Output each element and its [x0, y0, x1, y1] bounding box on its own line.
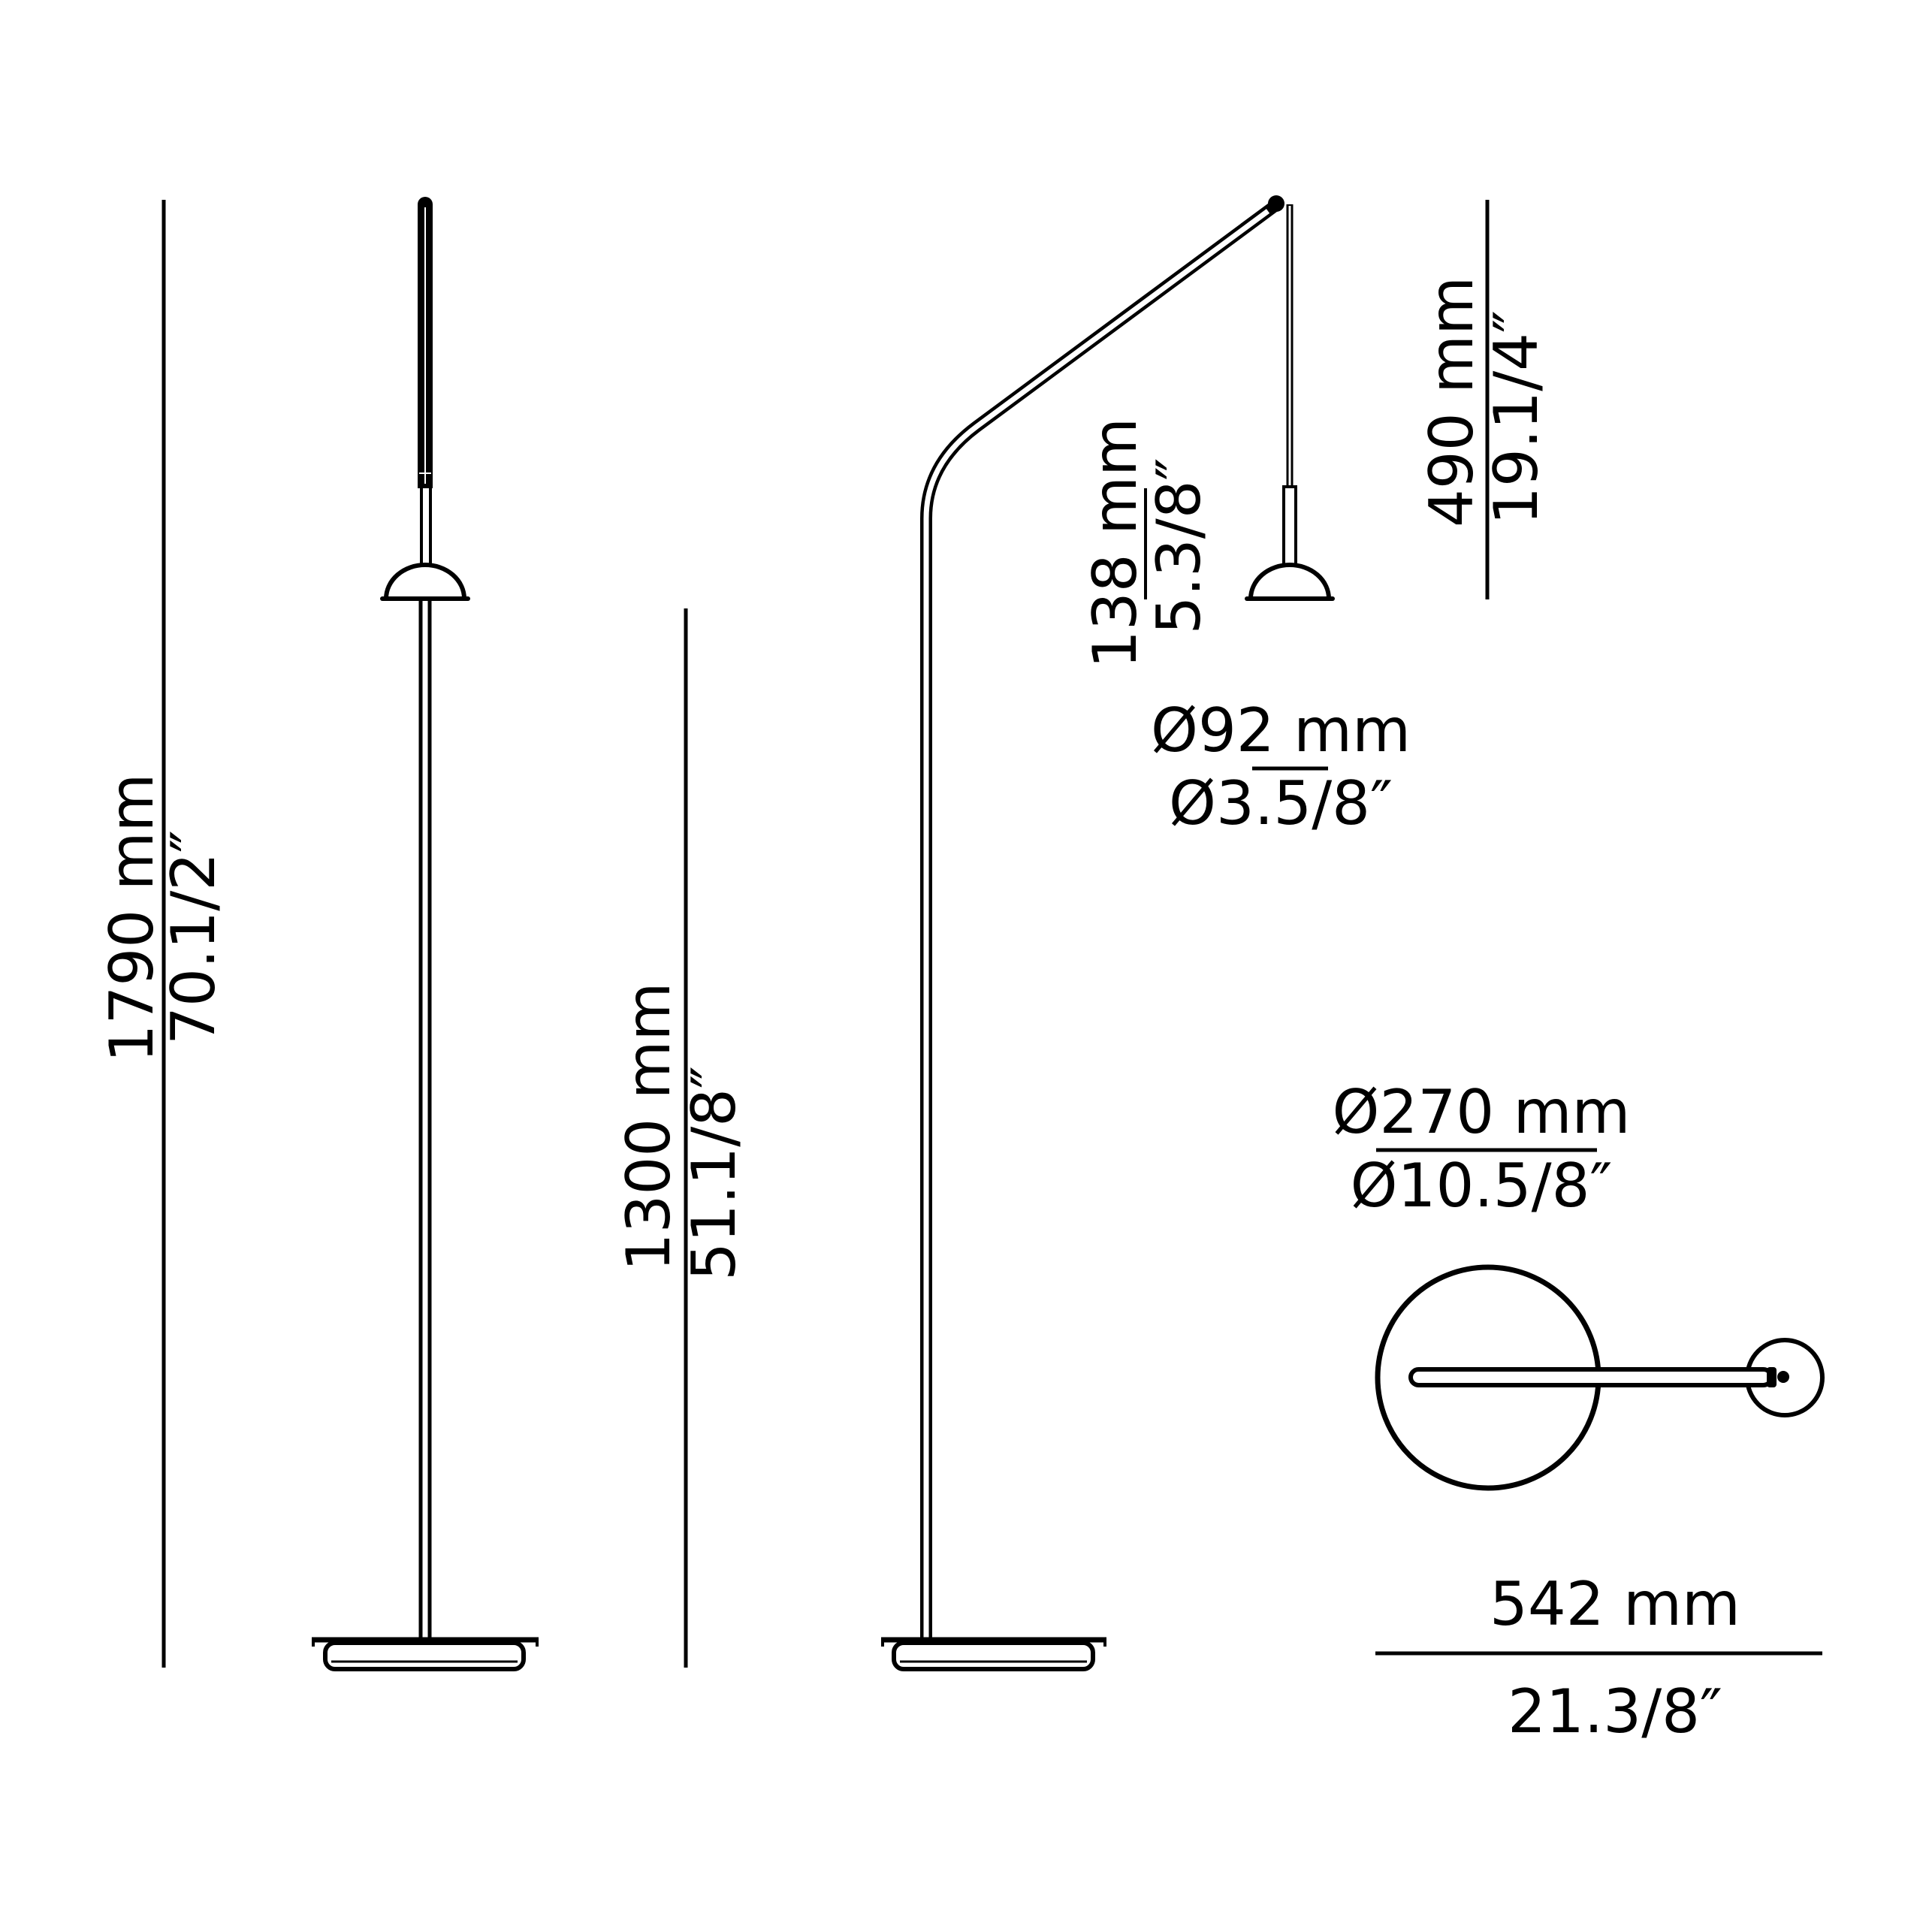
- dimension-shade-height: 138 mm 5.3/8″: [1080, 418, 1214, 669]
- label-base-diameter-mm: Ø270 mm: [1333, 1077, 1631, 1147]
- label-shade-diameter-mm: Ø92 mm: [1151, 696, 1411, 765]
- dimension-head-drop: 490 mm 19.1/4″: [1417, 200, 1551, 599]
- label-total-height-mm: 1790 mm: [97, 774, 167, 1063]
- label-shade-height-mm: 138 mm: [1080, 418, 1150, 669]
- side-arm-tip-joint: [1268, 195, 1284, 212]
- dimension-base-diameter: Ø270 mm Ø10.5/8″: [1333, 1077, 1631, 1221]
- label-base-diameter-inch: Ø10.5/8″: [1351, 1151, 1613, 1221]
- label-pole-height-mm: 1300 mm: [614, 983, 684, 1272]
- dimension-pole-height: 1300 mm 51.1/8″: [614, 608, 749, 1668]
- label-arm-reach-mm: 542 mm: [1490, 1569, 1740, 1639]
- side-shade-stem: [1282, 485, 1297, 568]
- top-arm-bar: [1408, 1367, 1774, 1387]
- dimension-shade-diameter: Ø92 mm Ø3.5/8″: [1151, 696, 1411, 838]
- side-view: 138 mm 5.3/8″ 490 mm 19.1/4″ Ø92 mm Ø3.5…: [881, 195, 1551, 1671]
- front-base-body: [323, 1641, 526, 1671]
- side-shade-dome: [1248, 563, 1331, 599]
- label-total-height-inch: 70.1/2″: [158, 830, 228, 1045]
- label-arm-reach-inch: 21.3/8″: [1508, 1677, 1722, 1746]
- label-head-drop-inch: 19.1/4″: [1481, 310, 1551, 525]
- front-shade-dome: [384, 563, 466, 599]
- top-arm-end-fitting: [1767, 1367, 1777, 1387]
- side-base-body: [892, 1641, 1095, 1671]
- front-view: 1790 mm 70.1/2″ 1300 mm 51.1/8″: [97, 197, 749, 1671]
- label-head-drop-mm: 490 mm: [1417, 276, 1487, 527]
- front-lamp: [312, 197, 539, 1671]
- label-shade-diameter-inch: Ø3.5/8″: [1169, 768, 1393, 838]
- top-arm-end-dot: [1777, 1371, 1789, 1383]
- label-shade-height-inch: 5.3/8″: [1144, 458, 1214, 635]
- top-view: Ø270 mm Ø10.5/8″ 542 mm 21.3/8″: [1333, 1077, 1825, 1746]
- dimension-total-height: 1790 mm 70.1/2″: [97, 200, 228, 1668]
- dimension-arm-reach: 542 mm 21.3/8″: [1375, 1569, 1822, 1746]
- label-pole-height-inch: 51.1/8″: [679, 1066, 749, 1281]
- side-arm-inner: [923, 209, 1270, 1638]
